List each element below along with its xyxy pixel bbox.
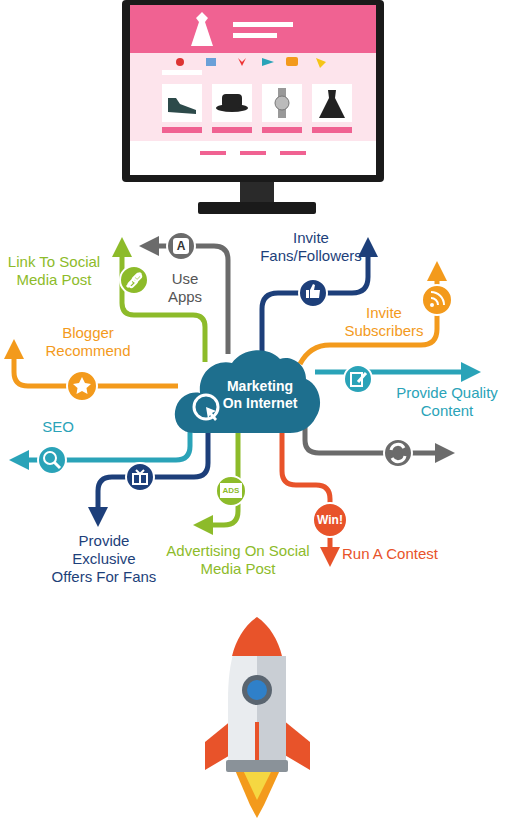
monitor [122,0,384,214]
branch-label: Invite Subscribers [344,304,424,340]
branch-label: Advertising On Social Media Post [160,542,316,578]
rocket [205,617,310,818]
branch-label: Provide Quality Content [392,384,502,420]
branch-label: SEO [36,418,80,436]
icon-letter: Win! [317,513,343,527]
branch-label: Provide Exclusive Offers For Fans [50,532,158,586]
icon-letter: A [177,239,186,253]
branch-icons [38,232,452,537]
cloud-node: Marketing On Internet [172,345,322,437]
icon-letter: ADS [223,486,240,496]
branch-label: Link To Social Media Post [2,253,106,289]
branch-label: Use Apps [158,270,212,306]
node-title: Marketing On Internet [216,378,304,412]
branch-label: Run A Contest [342,545,472,563]
node-body: Marketing On Internet [172,345,322,437]
branch-label: Invite Fans/Followers [258,229,364,265]
branch-label: Blogger Recommend [40,324,136,360]
